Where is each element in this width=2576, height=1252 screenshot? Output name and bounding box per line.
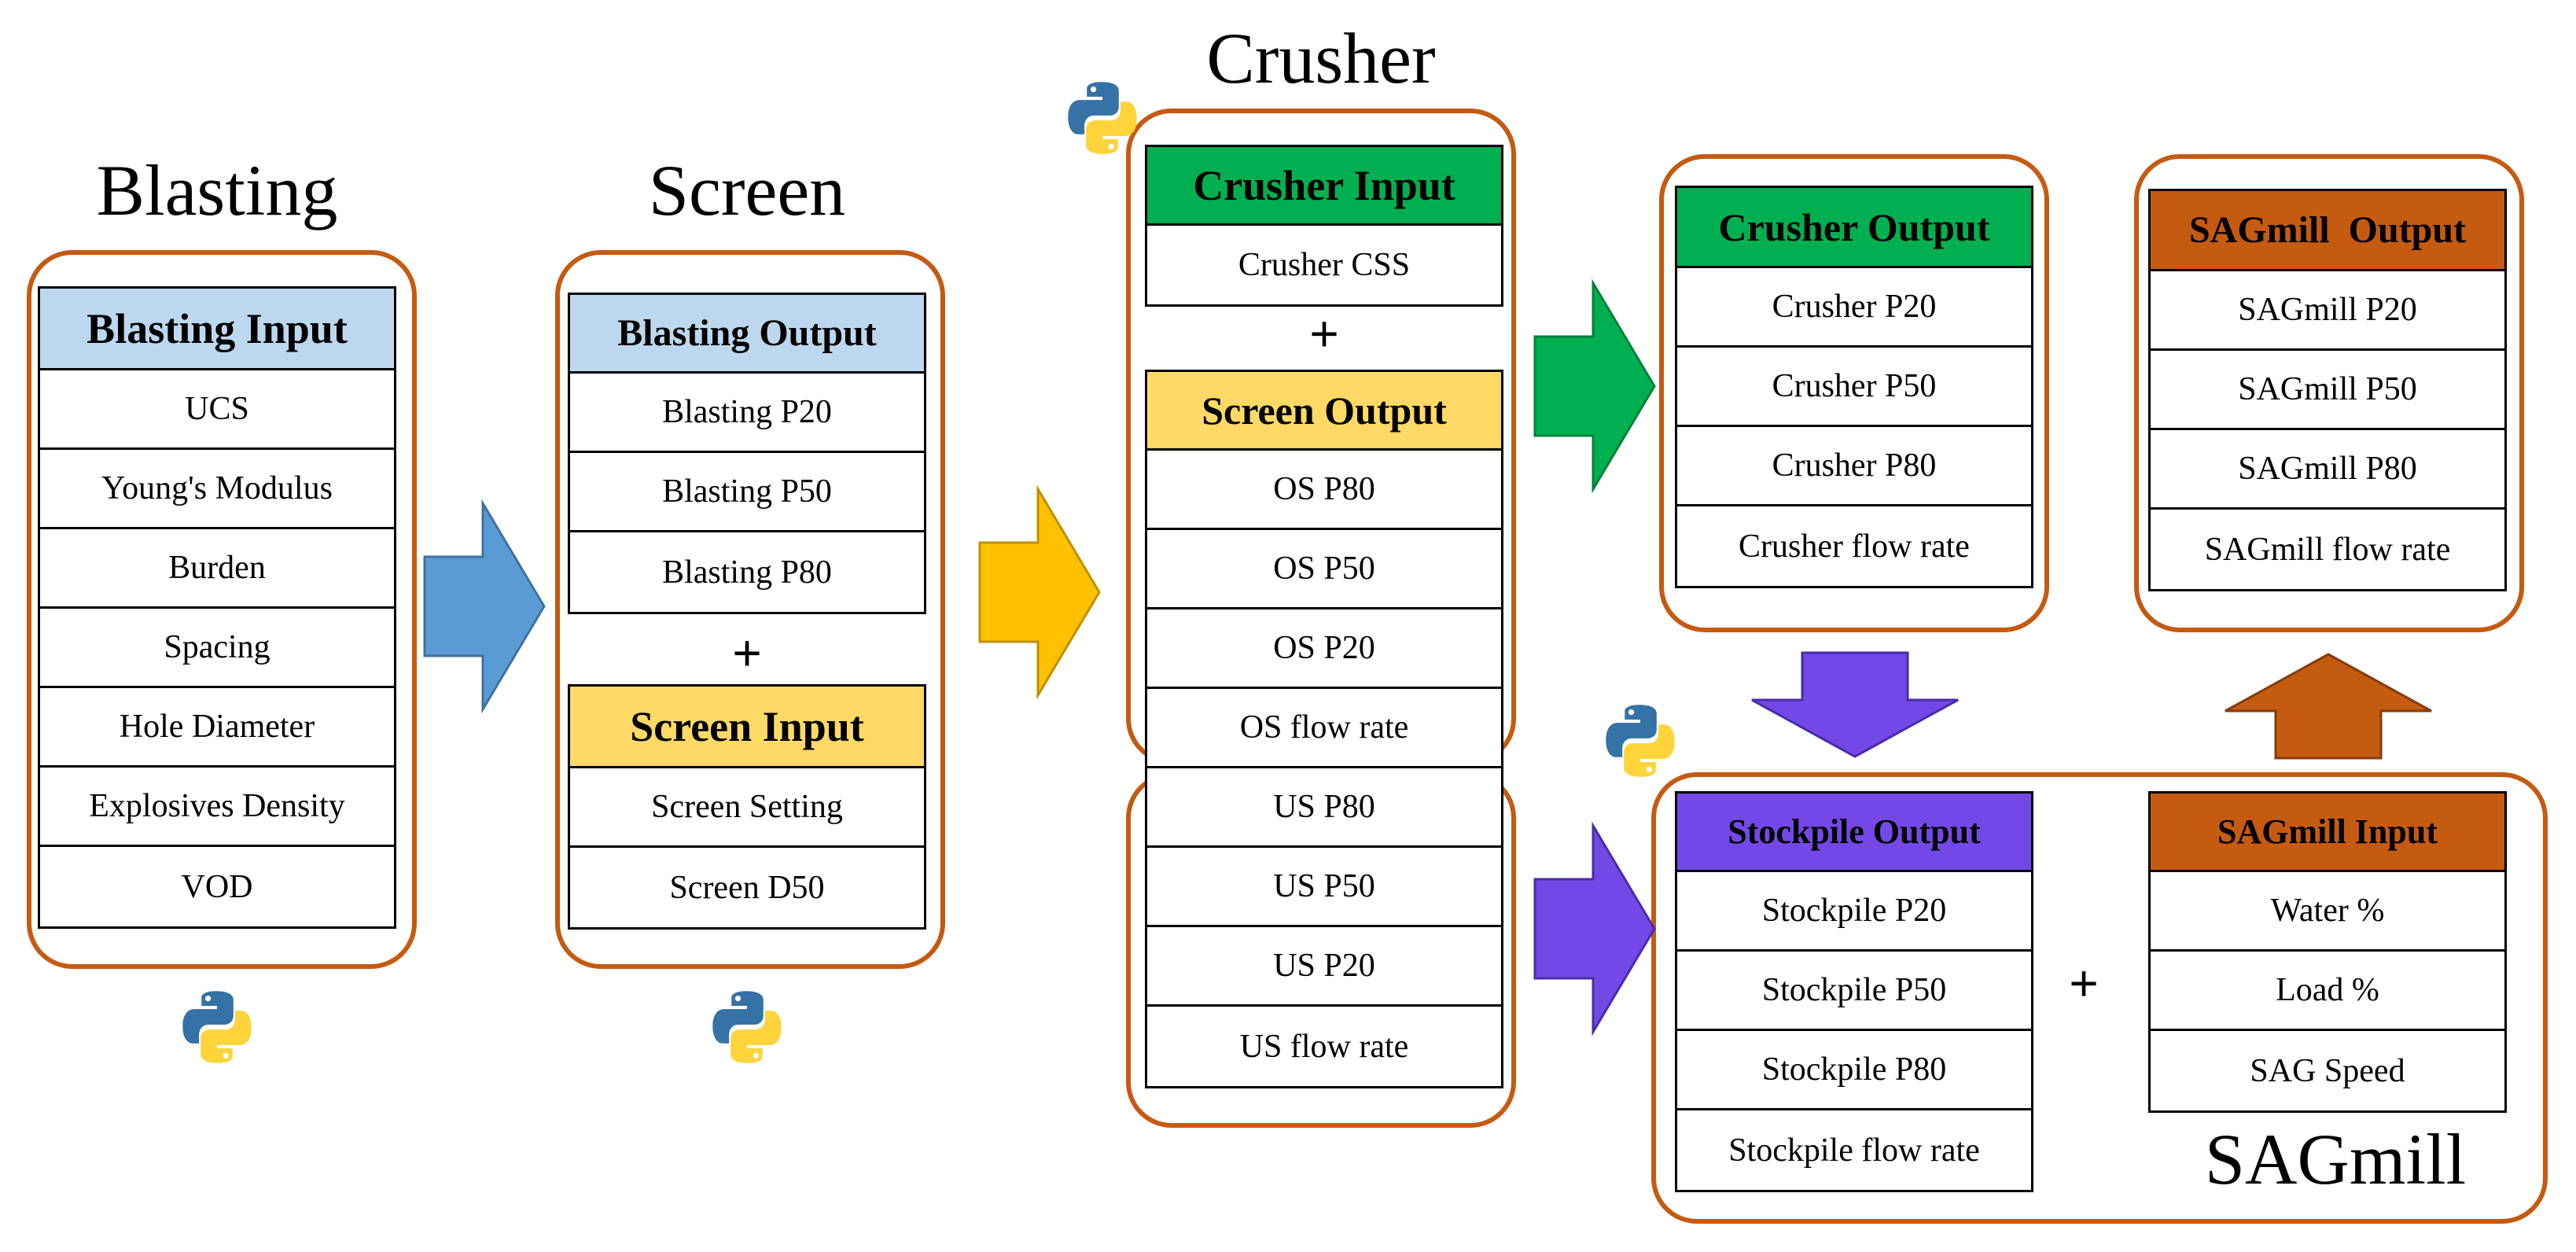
table-header: Stockpile Output [1677,794,2031,872]
table-row: SAGmill P80 [2151,430,2504,510]
table-row: US P80 [1147,768,1501,848]
table-header: Crusher Output [1677,188,2031,268]
table-row: SAGmill P20 [2151,271,2504,351]
python-logo-icon [1068,82,1137,154]
table-row: Stockpile flow rate [1728,1132,1980,1169]
stockpile-output-table: Stockpile Output Stockpile P20 Stockpile… [1675,791,2033,1192]
screen-input-table: Screen Input Screen Setting Screen D50 [568,684,926,930]
table-row: OS P80 [1147,451,1501,530]
sagmill-input-table: SAGmill Input Water % Load % SAG Speed [2148,791,2507,1113]
python-logo-icon [182,991,252,1063]
table-row: US flow rate [1239,1028,1409,1065]
plus-sign: + [732,624,762,681]
table-header: Screen Output [1147,372,1501,451]
table-row: US P50 [1147,848,1501,927]
table-row: Water % [2151,872,2504,952]
table-row: OS flow rate [1147,689,1501,768]
table-row: Hole Diameter [40,688,394,768]
table-row: Young's Modulus [40,450,394,529]
crusher-input-table: Crusher Input Crusher CSS [1145,145,1503,307]
stage-title-sagmill: SAGmill [2204,1119,2467,1199]
arrow-undersize-to-stockpile [1533,821,1656,1037]
table-header: Blasting Output [570,295,924,374]
blasting-input-table: Blasting Input UCS Young's Modulus Burde… [38,286,396,929]
plus-sign: + [1309,305,1339,362]
table-row: Crusher P80 [1677,427,2031,506]
table-row: SAGmill flow rate [2204,531,2451,568]
table-row: VOD [181,868,253,905]
group-blasting [27,250,417,969]
table-header: Screen Input [570,687,924,768]
table-row: Stockpile P80 [1677,1031,2031,1110]
table-row: Burden [40,529,394,609]
table-row: OS P50 [1147,530,1501,609]
table-header: Blasting Input [40,289,394,370]
stage-title-screen: Screen [648,150,846,230]
arrow-blasting-to-screen [423,499,546,714]
table-row: Explosives Density [40,768,394,847]
table-row: US P20 [1147,927,1501,1007]
group-screen [555,250,945,969]
arrow-oversize-to-crusher-output [1533,278,1656,494]
stage-title-blasting: Blasting [96,150,338,230]
arrow-screen-to-crusher [978,484,1101,700]
table-row: Load % [2151,952,2504,1031]
table-row: Blasting P50 [570,453,924,532]
stage-title-crusher: Crusher [1206,18,1436,98]
table-row: Stockpile P20 [1677,872,2031,952]
table-row: Crusher P50 [1677,348,2031,427]
table-row: SAG Speed [2250,1052,2405,1089]
plus-sign: + [2069,955,2099,1011]
arrow-crusher-output-to-stockpile [1751,651,1959,758]
group-crusher-output [1659,154,2049,632]
blasting-output-table: Blasting Output Blasting P20 Blasting P5… [568,293,926,614]
table-row: Blasting P20 [570,374,924,453]
table-row: Spacing [40,609,394,688]
group-sagmill-output [2134,154,2524,632]
arrow-sagmill-input-to-output [2225,653,2432,760]
group-sagmill [1651,772,2548,1224]
screen-output-table: Screen Output OS P80 OS P50 OS P20 OS fl… [1145,370,1503,1088]
crusher-output-table: Crusher Output Crusher P20 Crusher P50 C… [1675,186,2033,588]
table-header: SAGmill Input [2151,794,2504,872]
table-row: Crusher flow rate [1739,528,1970,565]
table-row: SAGmill P50 [2151,351,2504,430]
python-logo-icon [712,991,782,1063]
table-row: Crusher CSS [1238,247,1411,283]
sagmill-output-table: SAGmill Output SAGmill P20 SAGmill P50 S… [2148,189,2507,591]
table-row: Crusher P20 [1677,268,2031,348]
table-header: Crusher Input [1147,147,1501,226]
python-logo-icon [1606,705,1675,777]
table-row: UCS [40,370,394,450]
table-header: SAGmill Output [2151,191,2504,271]
table-row: Blasting P80 [662,554,832,591]
table-row: Stockpile P50 [1677,952,2031,1031]
table-row: OS P20 [1147,609,1501,689]
table-row: Screen Setting [570,768,924,848]
table-row: Screen D50 [669,869,825,906]
